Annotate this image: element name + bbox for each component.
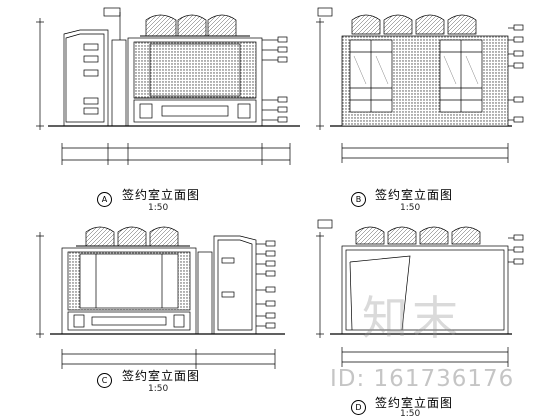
drawing-tag-a: A bbox=[97, 192, 112, 207]
drawing-tag-d: D bbox=[351, 400, 366, 415]
drawing-title-a: 签约室立面图 bbox=[122, 188, 201, 202]
elevation-d bbox=[316, 219, 524, 367]
elevation-a bbox=[36, 7, 300, 165]
watermark-id: ID: 161736176 bbox=[330, 366, 515, 392]
elevation-b bbox=[316, 7, 524, 163]
drawing-scale-d: 1:50 bbox=[400, 409, 421, 419]
drawing-tag-b: B bbox=[351, 192, 366, 207]
drawing-scale-b: 1:50 bbox=[400, 203, 421, 213]
watermark-logo: 知末 bbox=[362, 291, 462, 345]
elevation-c bbox=[36, 226, 285, 369]
drawing-scale-a: 1:50 bbox=[148, 203, 169, 213]
drawing-title-d: 签约室立面图 bbox=[375, 396, 454, 410]
drawing-title-c: 签约室立面图 bbox=[122, 369, 201, 383]
drawing-tag-c: C bbox=[97, 373, 112, 388]
drawing-title-b: 签约室立面图 bbox=[375, 188, 454, 202]
drawing-scale-c: 1:50 bbox=[148, 384, 169, 394]
